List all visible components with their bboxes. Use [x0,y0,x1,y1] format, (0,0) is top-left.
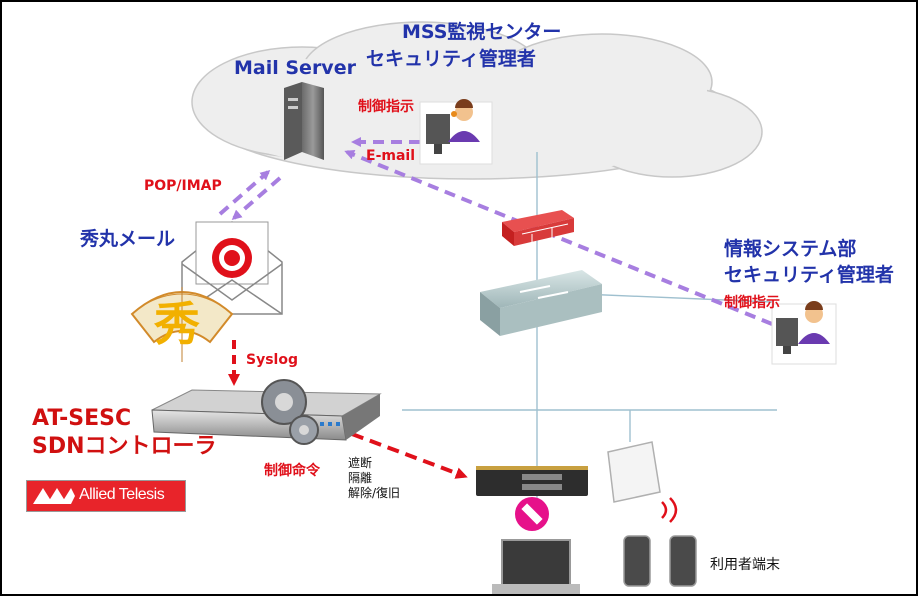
info-admin-label: セキュリティ管理者 [724,264,894,286]
mss-admin-label: セキュリティ管理者 [366,48,536,70]
core-switch-icon [480,270,602,336]
firewall-icon [502,210,574,246]
mss-center-label: MSS監視センター [402,21,562,43]
email-arrows [218,137,773,326]
pop-imap-label: POP/IMAP [144,178,222,194]
hidemaru-logo-icon [130,287,234,362]
controller-model-label: AT-SESC [32,406,132,431]
laptop-icon [492,539,580,594]
controller-type-label: SDNコントローラ [32,434,217,459]
info-dept-label: 情報システム部 [724,238,857,260]
user-terminal-label: 利用者端末 [710,557,780,573]
mail-server-icon [284,82,324,160]
control-instruction-label-info: 制御指示 [724,295,780,311]
gear-icon [261,379,319,445]
action-block-label: 遮断 [348,456,373,470]
mail-server-label: Mail Server [234,57,356,79]
network-lines [402,152,777,512]
mobile-device-icon [623,535,697,587]
internet-cloud [191,21,763,180]
allied-telesis-mark-icon [33,488,75,504]
action-isolate-label: 隔離 [348,471,373,485]
action-restore-label: 解除/復旧 [348,486,401,500]
control-instruction-label-mss: 制御指示 [358,99,414,115]
operator-icon-info [771,301,837,365]
hidemaru-char: 秀 [154,297,200,351]
control-arrows [228,340,468,479]
allied-telesis-logo: Allied Telesis [26,480,186,512]
block-icon [515,497,549,531]
access-switch-icon [476,466,588,496]
operator-icon-mss [419,99,493,165]
syslog-label: Syslog [246,352,298,368]
email-label: E-mail [366,148,416,164]
email-envelope-icon [181,221,283,315]
control-command-label: 制御命令 [264,463,320,479]
hidemaru-mail-label: 秀丸メール [80,228,176,250]
wireless-ap-icon [607,441,678,523]
logo-text: Allied Telesis [79,486,165,503]
